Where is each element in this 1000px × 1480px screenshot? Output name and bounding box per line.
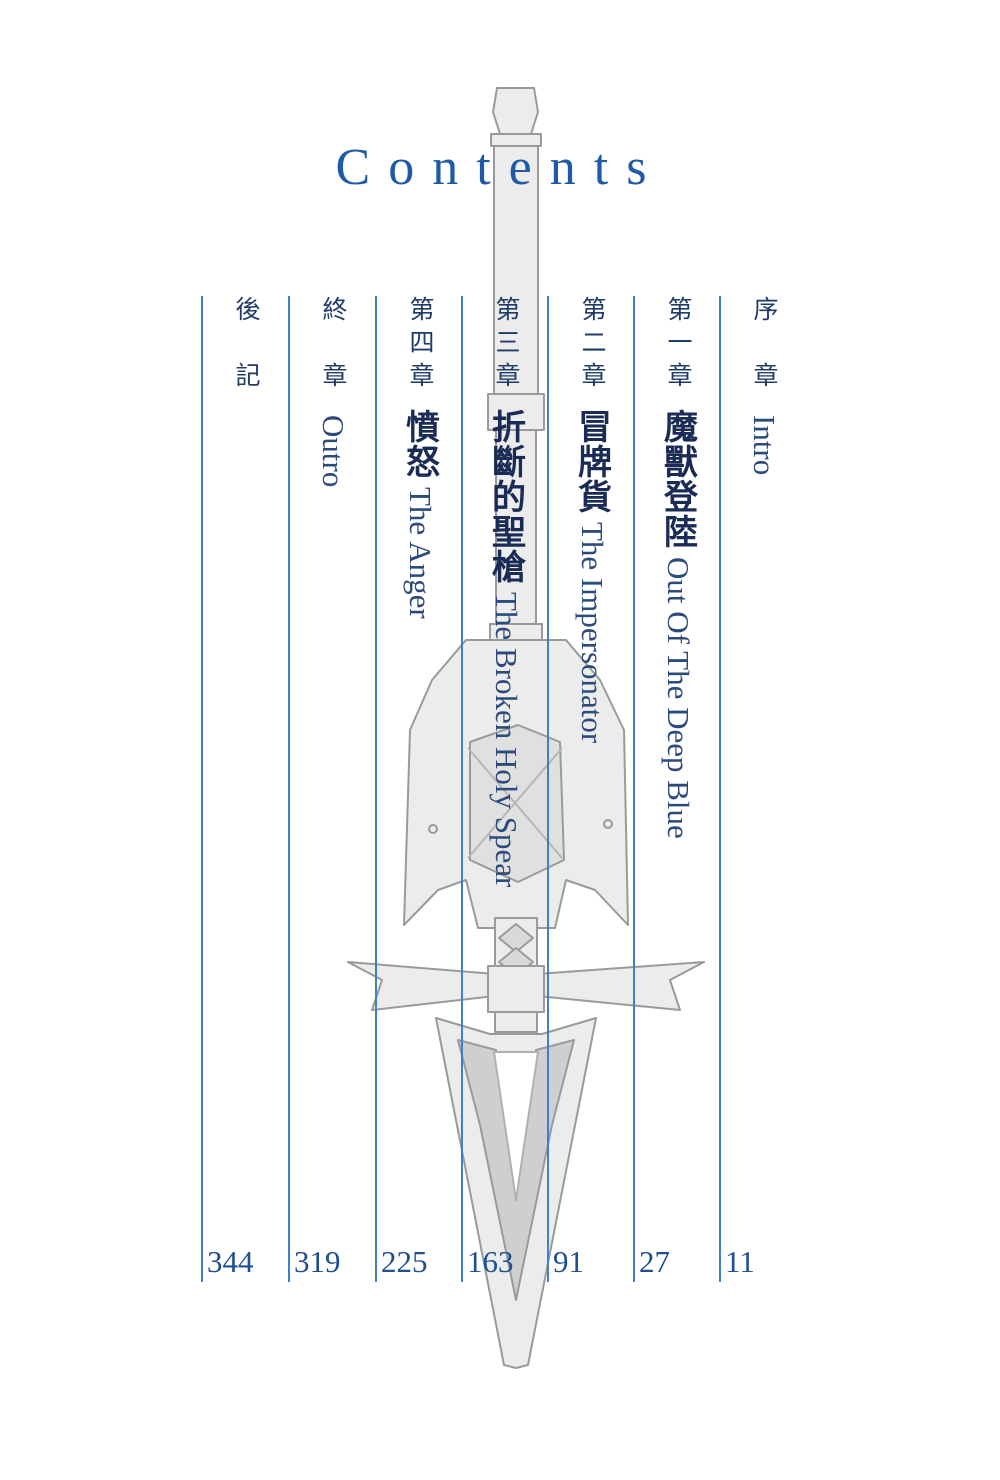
column-rule <box>375 296 377 1282</box>
toc-entry-prologue: 序 章 Intro 11 <box>719 296 803 1282</box>
chapter-name: 憤怒 <box>399 409 440 479</box>
toc-entry-chapter-2: 第二章 冒牌貨 The Impersonator 91 <box>547 296 631 1282</box>
toc-entry-epilogue: 終 章 Outro 319 <box>288 296 372 1282</box>
page-number: 225 <box>381 1244 428 1279</box>
column-rule <box>288 296 290 1282</box>
chapter-name: 折斷的聖槍 <box>485 409 526 584</box>
chapter-name: 冒牌貨 <box>571 409 612 514</box>
toc-entry-chapter-3: 第三章 折斷的聖槍 The Broken Holy Spear 163 <box>461 296 545 1282</box>
page-number: 91 <box>553 1244 584 1279</box>
chapter-subtitle: The Broken Holy Spear <box>489 592 524 888</box>
chapter-label: 第三章 <box>492 296 521 395</box>
chapter-subtitle: Intro <box>747 415 782 476</box>
chapter-subtitle: The Impersonator <box>575 522 610 744</box>
toc-entry-afterword: 後 記 344 <box>201 296 285 1282</box>
chapter-label: 第二章 <box>578 296 607 395</box>
chapter-name: 魔獸登陸 <box>657 409 698 549</box>
page-number: 344 <box>207 1244 254 1279</box>
page-title: Contents <box>335 139 665 196</box>
chapter-label: 第一章 <box>664 296 693 395</box>
chapter-label: 後 記 <box>232 296 261 395</box>
toc-entry-chapter-1: 第一章 魔獸登陸 Out Of The Deep Blue 27 <box>633 296 717 1282</box>
column-rule <box>719 296 721 1282</box>
toc-entry-chapter-4: 第四章 憤怒 The Anger 225 <box>375 296 459 1282</box>
column-rule <box>461 296 463 1282</box>
page-number: 163 <box>467 1244 514 1279</box>
column-rule <box>201 296 203 1282</box>
column-rule <box>547 296 549 1282</box>
page-number: 27 <box>639 1244 670 1279</box>
chapter-label: 終 章 <box>319 296 348 395</box>
column-rule <box>633 296 635 1282</box>
chapter-label: 序 章 <box>750 296 779 395</box>
chapter-subtitle: Outro <box>316 415 351 488</box>
chapter-subtitle: Out Of The Deep Blue <box>661 557 696 839</box>
chapter-subtitle: The Anger <box>403 487 438 619</box>
page-number: 11 <box>725 1244 755 1279</box>
chapter-label: 第四章 <box>406 296 435 395</box>
page-number: 319 <box>294 1244 341 1279</box>
